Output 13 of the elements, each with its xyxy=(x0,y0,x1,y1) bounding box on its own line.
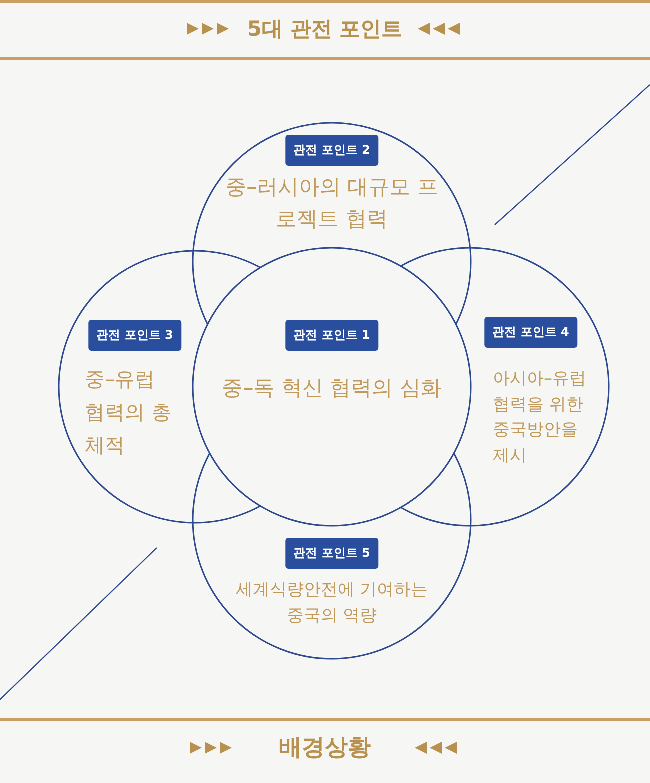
circle-text: 중–유럽 협력의 총체적 xyxy=(85,366,172,459)
circle-text: 아시아–유럽협력을 위한 중국방안을 제시 xyxy=(493,368,588,468)
label-badge: 관전 포인트 5 xyxy=(286,538,378,569)
circle-text: 중–러시아의 대규모 프로젝트 협력 xyxy=(224,174,440,232)
circle-node xyxy=(192,247,472,527)
title: 5대 관전 포인트 xyxy=(247,17,403,41)
section-heading: 배경상황 xyxy=(279,735,371,761)
label-badge: 관전 포인트 3 xyxy=(88,320,182,351)
label-badge: 관전 포인트 1 xyxy=(286,320,378,351)
circle-text: 중–독 혁신 협력의 심화 xyxy=(221,375,443,402)
label-badge: 관전 포인트 4 xyxy=(484,317,578,348)
circle-text: 세계식량안전에 기여하는 중국의 역량 xyxy=(234,579,430,628)
label-badge: 관전 포인트 2 xyxy=(286,135,378,166)
